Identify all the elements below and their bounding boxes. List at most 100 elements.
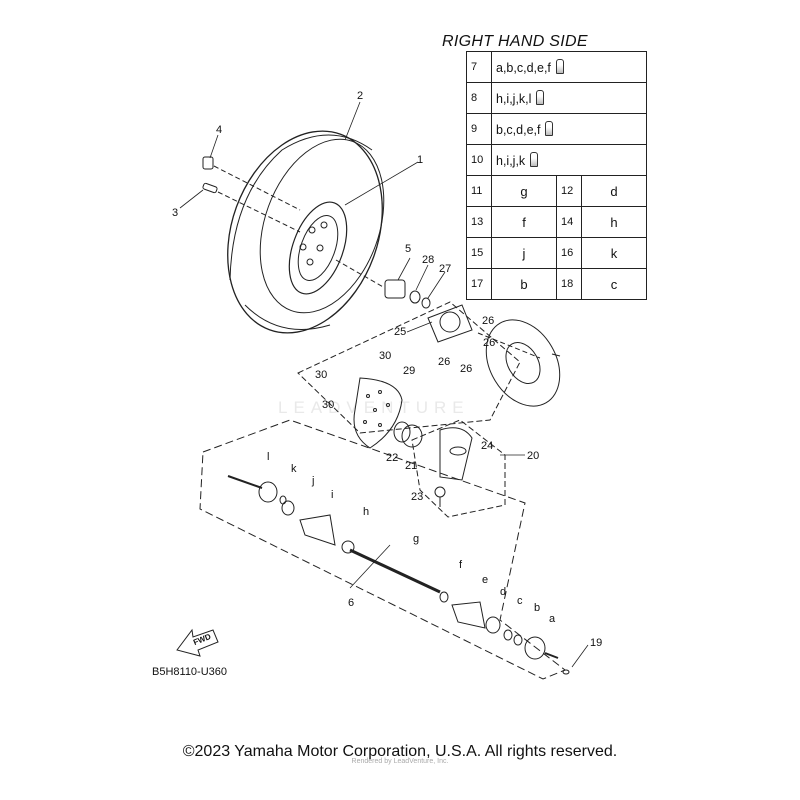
- legend-codes: b,c,d,e,f: [496, 123, 541, 137]
- callout-label: 30: [322, 399, 335, 411]
- valve-stem: [202, 182, 218, 194]
- hub-body: [427, 304, 473, 343]
- legend-number: 12: [556, 175, 582, 207]
- legend-value: f: [491, 206, 557, 238]
- watermark: LEADVENTURE: [278, 398, 470, 417]
- grease-tube-icon: [530, 152, 539, 167]
- legend-value: b: [491, 268, 557, 300]
- callout-label: l: [267, 451, 270, 463]
- callout-label: 22: [386, 452, 399, 464]
- callout-label: 26: [438, 356, 451, 368]
- callout-label: 29: [403, 365, 416, 377]
- legend-value: g: [491, 175, 557, 207]
- callout-label: e: [482, 574, 489, 586]
- legend-number: 18: [556, 268, 582, 300]
- legend-codes-cell: b,c,d,e,f: [491, 113, 647, 145]
- callout-label: k: [291, 463, 297, 475]
- legend-value: c: [581, 268, 647, 300]
- diagram-title: RIGHT HAND SIDE: [442, 33, 588, 50]
- legend-codes: a,b,c,d,e,f: [496, 61, 551, 75]
- legend-number: 7: [466, 51, 492, 83]
- grease-tube-icon: [555, 59, 564, 74]
- callout-label: 6: [348, 597, 355, 609]
- callout-label: 20: [527, 450, 540, 462]
- legend-row: 7 a,b,c,d,e,f: [466, 51, 647, 83]
- dust-guard: [353, 377, 403, 449]
- callout-label: 26: [460, 363, 473, 375]
- callout-label: 27: [439, 263, 452, 275]
- diagram-code: B5H8110-U360: [152, 666, 228, 678]
- callout-label: c: [517, 595, 523, 607]
- callout-label: 3: [172, 207, 179, 219]
- fwd-arrow: [176, 628, 219, 657]
- wheel-drawing: [288, 201, 348, 295]
- callout-label: d: [500, 586, 507, 598]
- callout-label: i: [331, 489, 334, 501]
- legend-number: 8: [466, 82, 492, 114]
- callout-label: 26: [483, 337, 496, 349]
- legend-number: 17: [466, 268, 492, 300]
- legend-number: 15: [466, 237, 492, 269]
- parts-legend-table: 7 a,b,c,d,e,f 8 h,i,j,k,l 9 b,c,d,e,f 10 h,i,j,…: [466, 51, 647, 300]
- legend-value: h: [581, 206, 647, 238]
- legend-row: 8 h,i,j,k,l: [466, 82, 647, 114]
- legend-value: d: [581, 175, 647, 207]
- callout-label: g: [413, 533, 420, 545]
- boot-outer: [299, 514, 336, 546]
- callout-label: 4: [216, 124, 223, 136]
- callout-label: 2: [357, 90, 364, 102]
- callout-label: 26: [482, 315, 495, 327]
- legend-row: 10 h,i,j,k: [466, 144, 647, 176]
- legend-number: 13: [466, 206, 492, 238]
- legend-number: 16: [556, 237, 582, 269]
- callout-label: 28: [422, 254, 435, 266]
- callout-label: 25: [394, 326, 407, 338]
- driveshaft-dashed-box: [199, 419, 566, 680]
- callout-label: a: [549, 613, 556, 625]
- grease-tube-icon: [536, 90, 545, 105]
- brake-disc: [485, 319, 561, 407]
- legend-codes-cell: h,i,j,k: [491, 144, 647, 176]
- grease-tube-icon: [545, 121, 554, 136]
- bearing: [401, 424, 423, 448]
- tire-drawing: [227, 130, 385, 334]
- callout-label: b: [534, 602, 541, 614]
- callout-label: f: [459, 559, 463, 571]
- legend-codes-cell: h,i,j,k,l: [491, 82, 647, 114]
- valve-cap: [202, 156, 214, 170]
- washer-small: [421, 297, 431, 309]
- ball-joint: [434, 486, 446, 498]
- legend-number: 9: [466, 113, 492, 145]
- legend-codes: h,i,j,k: [496, 154, 526, 168]
- cv-joint-outer: [258, 481, 278, 503]
- washer: [409, 290, 421, 304]
- legend-number: 14: [556, 206, 582, 238]
- cv-joint-inner: [524, 636, 546, 660]
- callout-label: 23: [411, 491, 424, 503]
- boot-inner: [451, 601, 486, 629]
- callout-label: 1: [417, 154, 424, 166]
- legend-row: 9 b,c,d,e,f: [466, 113, 647, 145]
- callout-label: j: [312, 475, 315, 487]
- callout-label: 30: [379, 350, 392, 362]
- seal: [449, 446, 467, 456]
- legend-number: 10: [466, 144, 492, 176]
- callout-label: 21: [405, 460, 418, 472]
- callout-label: 5: [405, 243, 412, 255]
- legend-value: k: [581, 237, 647, 269]
- circlip: [393, 421, 411, 443]
- legend-codes: h,i,j,k,l: [496, 92, 532, 106]
- legend-value: j: [491, 237, 557, 269]
- rendered-by-text: Rendered by LeadVenture, Inc.: [351, 758, 449, 765]
- callout-label: 24: [481, 440, 494, 452]
- steering-knuckle: [439, 427, 473, 481]
- legend-codes-cell: a,b,c,d,e,f: [491, 51, 647, 83]
- callout-label: h: [363, 506, 370, 518]
- callout-label: 30: [315, 369, 328, 381]
